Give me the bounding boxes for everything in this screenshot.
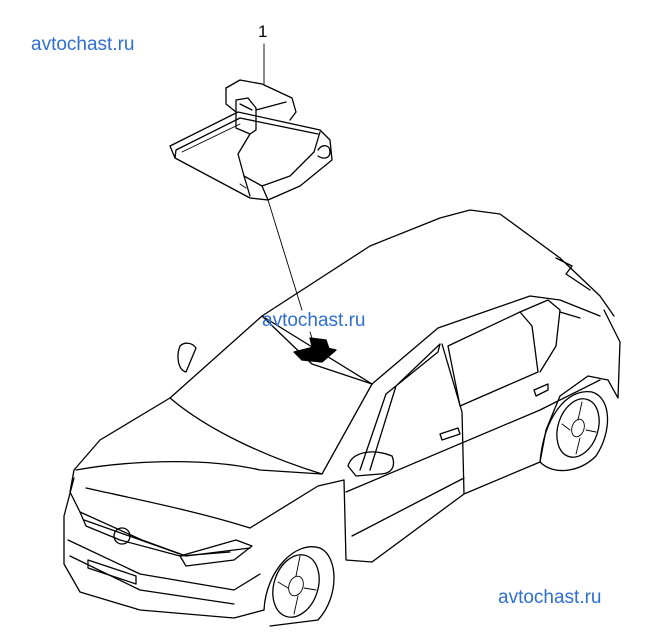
hatchback-car-icon — [63, 209, 621, 627]
part-callout-number: 1 — [258, 22, 268, 41]
sensor-module-icon[interactable] — [169, 79, 333, 201]
watermark-middle: avtochast.ru — [262, 310, 366, 331]
watermark-bottom: avtochast.ru — [498, 587, 602, 608]
watermark-top: avtochast.ru — [31, 34, 135, 55]
